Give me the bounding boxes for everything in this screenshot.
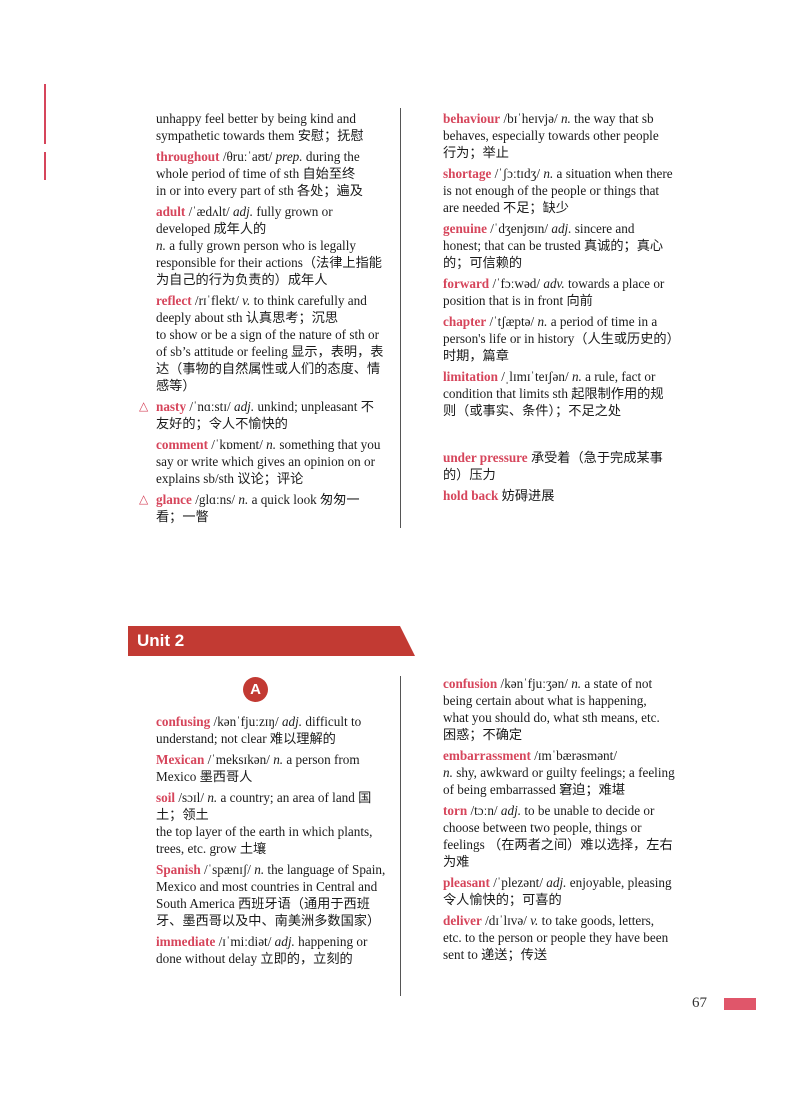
headword: genuine (443, 221, 487, 236)
headword: under pressure (443, 450, 528, 465)
margin-mark-top (44, 84, 46, 144)
headword: confusing (156, 714, 211, 729)
headword: torn (443, 803, 468, 818)
definition: /kənˈfjuːʒən/ n. a state of not being ce… (443, 676, 660, 742)
entry-top_left-4: △ nasty /ˈnɑːstɪ/ adj. unkind; unpleasant… (139, 398, 384, 432)
definition: /ˈnɑːstɪ/ adj. unkind; unpleasant 不友好的；令… (156, 399, 374, 431)
entry-top_right-2: genuine /ˈdʒenjʊɪn/ adj. sincere and hon… (443, 220, 675, 271)
definition: /ˌlɪmɪˈteɪʃən/ n. a rule, fact or condit… (443, 369, 664, 418)
column-divider-bottom (400, 676, 401, 996)
definition: /kənˈfjuːzɪŋ/ adj. difficult to understa… (156, 714, 362, 746)
headword: reflect (156, 293, 192, 308)
entry-top_left-5: comment /ˈkɒment/ n. something that you … (156, 436, 384, 487)
headword: behaviour (443, 111, 501, 126)
definition: /rɪˈflekt/ v. to think carefully and dee… (156, 293, 384, 393)
definition: /bɪˈheɪvjə/ n. the way that sb behaves, … (443, 111, 659, 160)
definition: /θruːˈaʊt/ prep. during the whole period… (156, 149, 363, 198)
headword: hold back (443, 488, 499, 503)
entry-top_left-3: reflect /rɪˈflekt/ v. to think carefully… (156, 292, 384, 394)
entry-top_right-1: shortage /ˈʃɔːtɪdʒ/ n. a situation when … (443, 165, 675, 216)
definition: /ˈmeksɪkən/ n. a person from Mexico 墨西哥人 (156, 752, 360, 784)
definition: /ɪˈmiːdiət/ adj. happening or done witho… (156, 934, 368, 966)
headword: deliver (443, 913, 482, 928)
headword: soil (156, 790, 176, 805)
entry-bottom_right-0: confusion /kənˈfjuːʒən/ n. a state of no… (443, 675, 675, 743)
entry-top_left-1: throughout /θruːˈaʊt/ prep. during the w… (156, 148, 384, 199)
definition: unhappy feel better by being kind and sy… (156, 111, 364, 143)
definition: /ˈfɔːwəd/ adv. towards a place or positi… (443, 276, 665, 308)
definition: /ˈplezənt/ adj. enjoyable, pleasing 令人愉快… (443, 875, 672, 907)
headword: comment (156, 437, 208, 452)
definition: /glɑːns/ n. a quick look 匆匆一看；一瞥 (156, 492, 360, 524)
headword: glance (156, 492, 192, 507)
triangle-marker-icon: △ (139, 399, 149, 413)
entry-top_right-4: chapter /ˈtʃæptə/ n. a period of time in… (443, 313, 675, 364)
unit-banner (128, 626, 415, 656)
entry-bottom_left-4: immediate /ɪˈmiːdiət/ adj. happening or … (156, 933, 386, 967)
headword: Spanish (156, 862, 201, 877)
headword: throughout (156, 149, 220, 164)
entry-bottom_right-4: deliver /dɪˈlɪvə/ v. to take goods, lett… (443, 912, 675, 963)
definition: /ˈdʒenjʊɪn/ adj. sincere and honest; tha… (443, 221, 664, 270)
entry-top_right-3: forward /ˈfɔːwəd/ adv. towards a place o… (443, 275, 675, 309)
headword: limitation (443, 369, 498, 384)
bottom-left-column: confusing /kənˈfjuːzɪŋ/ adj. difficult t… (156, 713, 386, 971)
entry-bottom_right-1: embarrassment /ɪmˈbærəsmənt/n. shy, awkw… (443, 747, 675, 798)
headword: adult (156, 204, 186, 219)
definition: /dɪˈlɪvə/ v. to take goods, letters, etc… (443, 913, 669, 962)
entry-top_right-5: limitation /ˌlɪmɪˈteɪʃən/ n. a rule, fac… (443, 368, 675, 419)
headword: embarrassment (443, 748, 531, 763)
headword: pleasant (443, 875, 490, 890)
definition: /sɔɪl/ n. a country; an area of land 国土；… (156, 790, 373, 856)
headword: immediate (156, 934, 216, 949)
definition: /ˈtʃæptə/ n. a period of time in a perso… (443, 314, 674, 363)
unit-title: Unit 2 (137, 631, 185, 650)
definition: /ˈʃɔːtɪdʒ/ n. a situation when there is … (443, 166, 673, 215)
entry-top_right-7: under pressure 承受着（急于完成某事的）压力 (443, 449, 675, 483)
entry-top_left-0: unhappy feel better by being kind and sy… (156, 110, 384, 144)
definition: /ˈspænɪʃ/ n. the language of Spain, Mexi… (156, 862, 386, 928)
margin-mark-bottom (44, 152, 46, 180)
definition: 承受着（急于完成某事的）压力 (443, 450, 663, 482)
definition: 妨碍进展 (498, 488, 555, 503)
headword: Mexican (156, 752, 205, 767)
entry-top_left-2: adult /ˈædʌlt/ adj. fully grown or devel… (156, 203, 384, 288)
section-badge: A (243, 677, 268, 702)
headword: shortage (443, 166, 492, 181)
definition: /tɔːn/ adj. to be unable to decide or ch… (443, 803, 673, 869)
headword: nasty (156, 399, 187, 414)
definition: /ɪmˈbærəsmənt/n. shy, awkward or guilty … (443, 748, 675, 797)
top-right-column: behaviour /bɪˈheɪvjə/ n. the way that sb… (443, 110, 675, 508)
definition: /ˈkɒment/ n. something that you say or w… (156, 437, 381, 486)
top-left-column: unhappy feel better by being kind and sy… (139, 110, 384, 529)
entry-bottom_left-0: confusing /kənˈfjuːzɪŋ/ adj. difficult t… (156, 713, 386, 747)
entry-top_left-6: △ glance /glɑːns/ n. a quick look 匆匆一看；一瞥 (139, 491, 384, 525)
column-divider-top (400, 108, 401, 528)
entry-bottom_right-2: torn /tɔːn/ adj. to be unable to decide … (443, 802, 675, 870)
headword: chapter (443, 314, 487, 329)
entry-top_right-8: hold back 妨碍进展 (443, 487, 675, 504)
entry-bottom_left-2: soil /sɔɪl/ n. a country; an area of lan… (156, 789, 386, 857)
entry-top_right-6 (443, 423, 675, 449)
triangle-marker-icon: △ (139, 492, 149, 506)
entry-bottom_left-3: Spanish /ˈspænɪʃ/ n. the language of Spa… (156, 861, 386, 929)
headword: forward (443, 276, 490, 291)
entry-bottom_left-1: Mexican /ˈmeksɪkən/ n. a person from Mex… (156, 751, 386, 785)
entry-bottom_right-3: pleasant /ˈplezənt/ adj. enjoyable, plea… (443, 874, 675, 908)
bottom-right-column: confusion /kənˈfjuːʒən/ n. a state of no… (443, 675, 675, 967)
page-number-bar (724, 998, 756, 1010)
page-number: 67 (692, 995, 707, 1011)
headword: confusion (443, 676, 498, 691)
definition: /ˈædʌlt/ adj. fully grown or developed 成… (156, 204, 382, 287)
entry-top_right-0: behaviour /bɪˈheɪvjə/ n. the way that sb… (443, 110, 675, 161)
